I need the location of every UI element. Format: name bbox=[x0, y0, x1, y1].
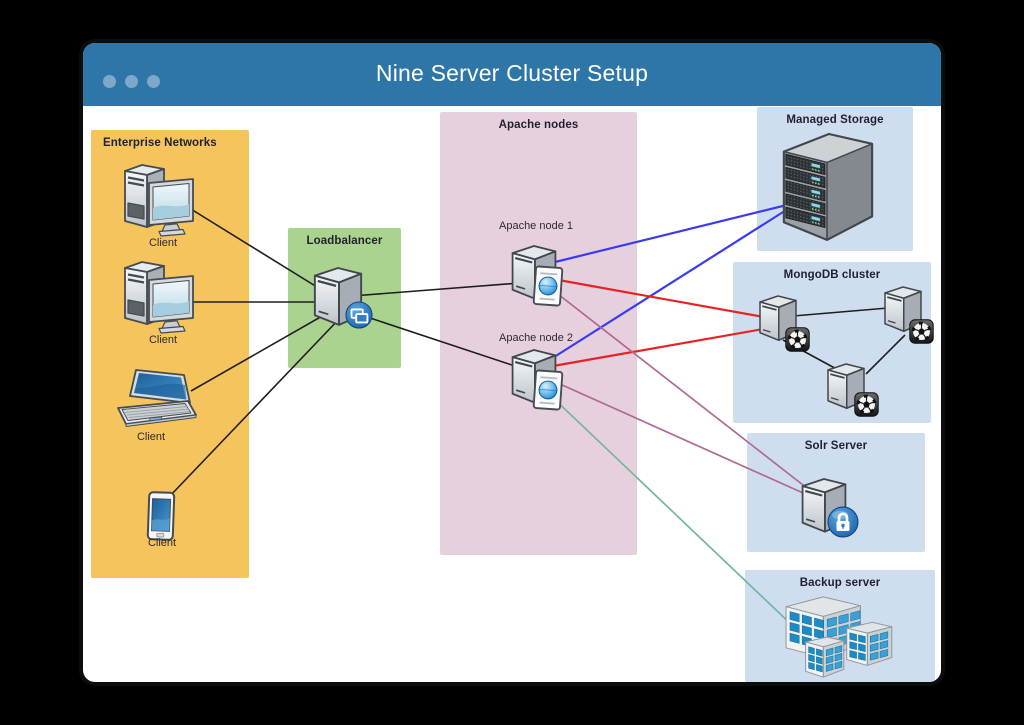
client4-label: Client bbox=[147, 537, 177, 549]
window-dot-minimize[interactable] bbox=[125, 75, 138, 88]
phone-client-icon bbox=[146, 491, 176, 542]
solr-lock-badge-icon bbox=[827, 506, 859, 538]
laptop-client-icon bbox=[109, 368, 197, 432]
region-title-apache: Apache nodes bbox=[498, 119, 579, 131]
client3-label: Client bbox=[136, 431, 166, 443]
storage-rack-icon bbox=[776, 126, 878, 244]
region-title-storage: Managed Storage bbox=[786, 114, 884, 126]
region-title-loadbalancer: Loadbalancer bbox=[306, 235, 383, 247]
desktop-client-icon bbox=[118, 161, 198, 247]
apache-node2-web-badge-icon bbox=[532, 368, 564, 412]
mongodb-node1-cluster-badge-icon bbox=[785, 327, 810, 352]
region-title-enterprise: Enterprise Networks bbox=[103, 137, 217, 149]
loadbalancer-badge-icon bbox=[345, 301, 373, 329]
client1-label: Client bbox=[148, 237, 178, 249]
window-controls bbox=[103, 75, 160, 88]
title-bar: Nine Server Cluster Setup bbox=[83, 43, 941, 106]
app-window: Nine Server Cluster Setup Enterprise Net… bbox=[83, 43, 941, 682]
apache-node1-label: Apache node 1 bbox=[498, 220, 574, 232]
window-title: Nine Server Cluster Setup bbox=[375, 60, 649, 86]
region-title-backup: Backup server bbox=[799, 577, 881, 589]
backup-buildings-icon bbox=[770, 591, 900, 682]
mongodb-node3-cluster-badge-icon bbox=[854, 392, 879, 417]
region-title-mongodb: MongoDB cluster bbox=[783, 269, 881, 281]
apache-node2-label: Apache node 2 bbox=[498, 332, 574, 344]
desktop-client-icon bbox=[118, 258, 198, 344]
region-title-solr: Solr Server bbox=[804, 440, 868, 452]
client2-label: Client bbox=[148, 334, 178, 346]
mongodb-node2-cluster-badge-icon bbox=[909, 319, 934, 344]
window-dot-close[interactable] bbox=[103, 75, 116, 88]
apache-node1-web-badge-icon bbox=[532, 264, 564, 308]
window-dot-maximize[interactable] bbox=[147, 75, 160, 88]
